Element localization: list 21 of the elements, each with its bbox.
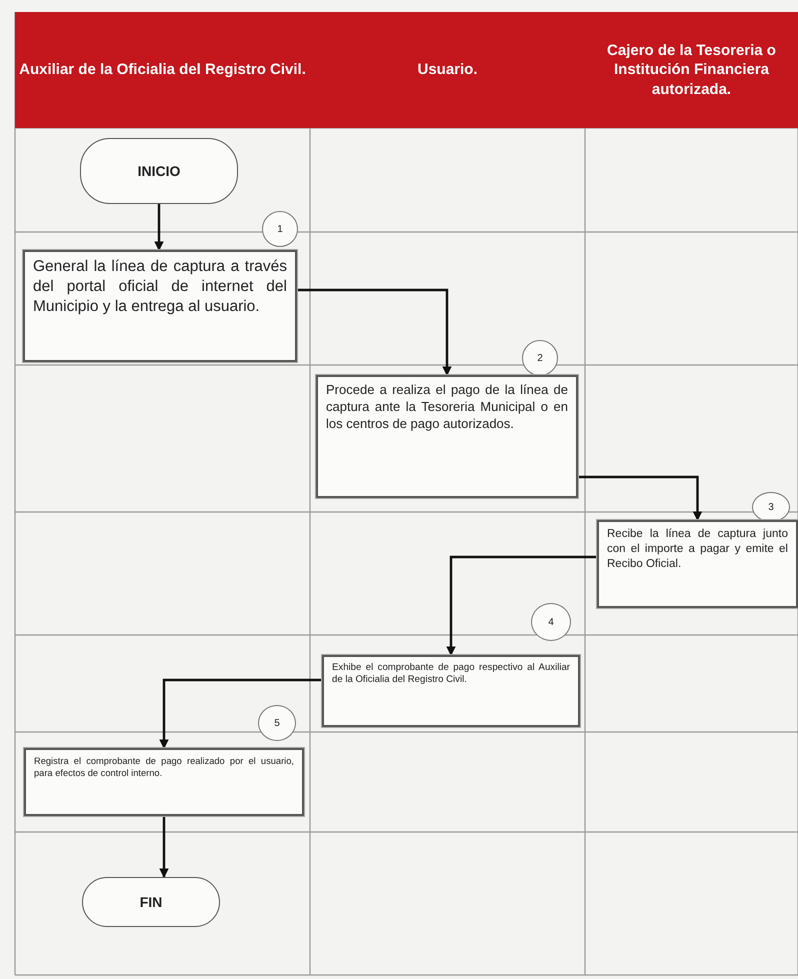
process-box: General la línea de captura a través del portal oficial de internet del Municipio y la entrega al usuario. — [23, 250, 297, 362]
step-number-circle: 5 — [258, 705, 296, 741]
lane-header: Usuario. — [310, 12, 585, 128]
arrow — [446, 556, 597, 656]
arrow — [154, 204, 164, 251]
step-number-circle: 3 — [752, 492, 790, 522]
process-box: Recibe la línea de captura junto con el importe a pagar y emite el Recibo Oficial. — [597, 520, 798, 608]
lane-header: Auxiliar de la Oficialia del Registro Civil. — [15, 12, 310, 128]
arrow — [159, 816, 169, 878]
process-box: Registra el comprobante de pago realizado por el usuario, para efectos de control interno. — [24, 748, 304, 816]
step-number-circle: 4 — [531, 603, 571, 641]
arrow — [297, 288, 452, 376]
process-box: Exhibe el comprobante de pago respectivo al Auxiliar de la Oficialia del Registro Civil. — [322, 655, 580, 727]
arrow — [578, 476, 702, 521]
arrow — [159, 678, 322, 749]
process-box: Procede a realiza el pago de la línea de captura ante la Tesoreria Municipal o en los centros de pago autorizados. — [316, 375, 578, 498]
step-number-circle: 1 — [262, 211, 298, 247]
terminator-shape: FIN — [82, 877, 220, 927]
terminator-shape: INICIO — [80, 138, 238, 204]
step-number-circle: 2 — [522, 340, 558, 376]
lane-header: Cajero de la Tesoreria o Institución Financiera autorizada. — [585, 12, 798, 128]
